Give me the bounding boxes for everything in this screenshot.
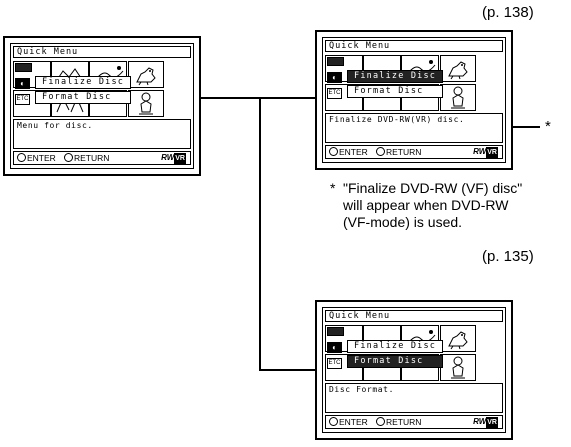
screen-title: Quick Menu [325,40,503,52]
screen-title: Quick Menu [325,310,503,322]
video-icon [327,327,344,336]
dog-picture-icon [445,58,471,80]
enter-button[interactable]: ENTER [329,416,368,428]
enter-button[interactable]: ENTER [329,146,368,158]
etc-icon: ETC [15,94,30,105]
menu-item-finalize-disc[interactable]: Finalize Disc [35,76,131,89]
play-icon [329,417,338,426]
screen-left: Quick Menu [3,36,201,176]
connector-horizontal-bottom [259,369,317,371]
screen-top-right: Quick Menu ◐ ETC Finalize Disc [315,30,513,170]
child-picture-icon [445,356,471,380]
child-picture-icon [133,92,159,116]
disc-icon: ◐ [327,342,342,353]
screen-left-frame: Quick Menu [10,43,194,169]
video-icon [327,57,344,66]
marker-asterisk: * [545,118,551,135]
menu-item-format-disc[interactable]: Format Disc [347,355,443,368]
footnote-star: * [330,180,335,197]
return-button[interactable]: RETURN [64,152,109,164]
thumbnail-grid: ◐ ETC Finalize Disc Format Disc [325,55,475,113]
stop-icon [64,153,73,162]
return-button[interactable]: RETURN [376,416,421,428]
menu-item-format-disc[interactable]: Format Disc [347,85,443,98]
disc-type-badge: RWVR [161,152,186,165]
thumbnail-grid: ◐ ETC Finalize Disc Format Disc [325,325,475,383]
page-reference-bottom: (p. 135) [482,248,534,265]
dog-picture-icon [445,328,471,350]
screen-bottom-frame: Quick Menu ◐ ETC Finalize Disc [322,307,506,433]
footnote: * "Finalize DVD-RW (VF) disc" will appea… [343,180,522,231]
screen-bottom-right: Quick Menu ◐ ETC Finalize Disc [315,300,513,440]
button-guide: ENTER RETURN RWVR [325,415,503,429]
dog-picture-icon [133,64,159,86]
play-icon [17,153,26,162]
menu-item-finalize-disc[interactable]: Finalize Disc [347,70,443,83]
disc-type-badge: RWVR [473,416,498,429]
etc-icon: ETC [327,358,342,369]
message-area: Disc Format. [325,383,503,413]
child-picture-icon [445,86,471,110]
menu-item-finalize-disc[interactable]: Finalize Disc [347,340,443,353]
disc-icon: ◐ [327,72,342,83]
footnote-line-1: "Finalize DVD-RW (VF) disc" [343,180,522,197]
message-area: Finalize DVD-RW(VR) disc. [325,113,503,143]
disc-type-badge: RWVR [473,146,498,159]
etc-icon: ETC [327,88,342,99]
message-area: Menu for disc. [13,119,191,149]
video-icon [15,63,32,72]
footnote-line-2: will appear when DVD-RW [343,197,522,214]
stop-icon [376,147,385,156]
footnote-line-3: (VF-mode) is used. [343,214,522,231]
screen-top-frame: Quick Menu ◐ ETC Finalize Disc [322,37,506,163]
thumbnail-grid: ◐ ETC Finalize Disc Format Disc [13,61,163,119]
connector-vertical [259,97,261,371]
page-reference-top: (p. 138) [482,4,534,21]
screen-title: Quick Menu [13,46,191,58]
play-icon [329,147,338,156]
button-guide: ENTER RETURN RWVR [13,151,191,165]
enter-button[interactable]: ENTER [17,152,56,164]
menu-item-format-disc[interactable]: Format Disc [35,91,131,104]
return-button[interactable]: RETURN [376,146,421,158]
button-guide: ENTER RETURN RWVR [325,145,503,159]
stop-icon [376,417,385,426]
disc-icon: ◐ [15,78,30,89]
